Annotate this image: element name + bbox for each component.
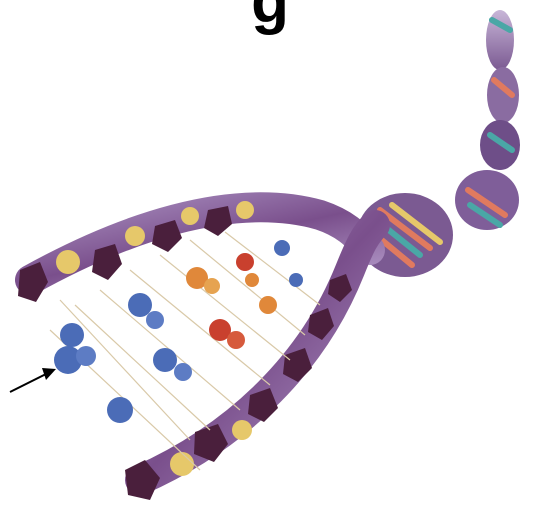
arrow-pointer-icon [10, 368, 56, 392]
cropped-heading-glyph: g [251, 0, 289, 36]
backbone-strand-lower [140, 225, 375, 480]
